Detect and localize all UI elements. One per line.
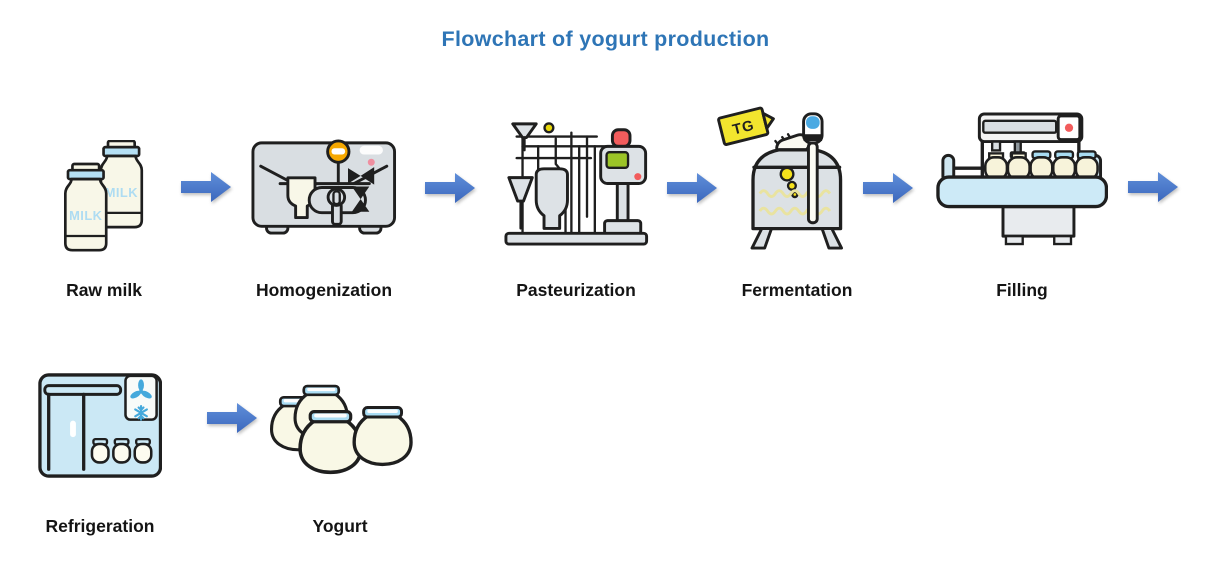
pasteurizer-machine-icon [504,122,648,246]
culture-tag: TG [717,106,775,146]
step-label-pasteurization: Pasteurization [516,280,636,300]
step-homogenization: Homogenization [214,92,434,301]
fermentation-tank-icon: TG [717,106,844,250]
step-refrigeration: Refrigeration [0,318,210,537]
milk-bottle-back: MILK [99,140,144,229]
flow-arrow-icon [667,173,717,203]
milk-bottles-icon: MILK MILK [64,140,144,252]
filling-machine-icon [936,112,1108,246]
step-label-homogenization: Homogenization [255,280,393,300]
step-raw-milk: MILK MILK Raw milk [0,92,214,301]
filling-jars [983,150,1099,181]
step-label-filling: Filling [996,280,1048,300]
yogurt-jars-icon [270,384,414,475]
step-label-yogurt: Yogurt [312,516,368,536]
refrigerator-jars [90,437,153,464]
snowflake-icon [133,404,148,421]
flow-arrow-trailing-icon [1128,172,1178,202]
milk-text-front: MILK [70,208,103,223]
milk-bottle-front: MILK [64,162,108,252]
step-label-refrigeration: Refrigeration [45,516,155,536]
homogenizer-machine-icon [251,139,397,235]
milk-text-back: MILK [105,185,138,200]
step-fermentation: TG Fermentation [687,92,907,301]
flow-arrow-icon [181,172,231,202]
step-filling: Filling [912,92,1132,301]
step-label-raw-milk: Raw milk [66,280,142,300]
flow-arrow-icon [863,173,913,203]
refrigerator-icon [38,373,162,478]
fan-icon [130,379,152,399]
flow-arrow-icon [207,403,257,433]
tag-text: TG [731,118,756,139]
step-label-fermentation: Fermentation [741,280,853,300]
flow-arrow-icon [425,173,475,203]
page-title: Flowchart of yogurt production [441,27,770,51]
step-yogurt: Yogurt [230,318,450,537]
step-pasteurization: Pasteurization [466,92,686,301]
